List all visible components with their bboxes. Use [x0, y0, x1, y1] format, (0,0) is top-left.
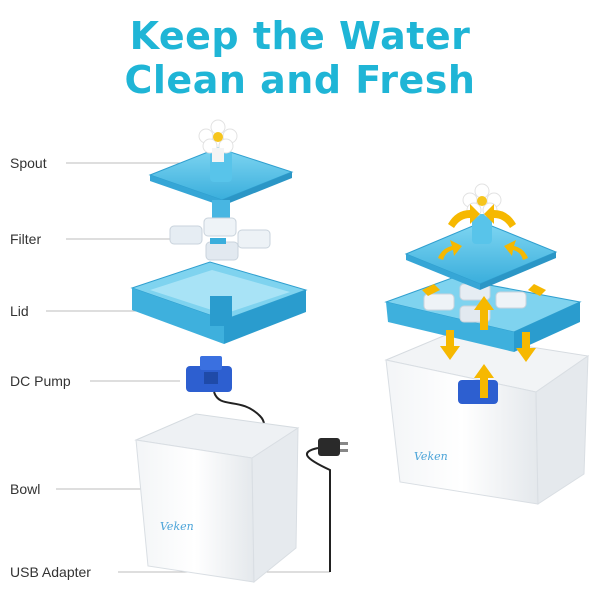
pump-part [186, 356, 265, 437]
arrow-small-right [528, 284, 546, 296]
bowl-part: Veken [134, 413, 300, 584]
arrow-left-top [448, 204, 480, 228]
arrow-down-left [440, 330, 460, 360]
arrow-right-mid [504, 240, 528, 260]
arrow-left-mid [438, 240, 462, 260]
lid-part [130, 261, 308, 344]
flower-cap-icon [198, 119, 238, 162]
water-flow-arrows [422, 204, 546, 398]
headline-line-2: Clean and Fresh [124, 58, 476, 102]
label-lid: Lid [10, 303, 29, 319]
arrow-up-filter [474, 296, 494, 330]
label-adapter: USB Adapter [10, 564, 91, 580]
arrow-up-pump [474, 364, 494, 398]
label-pump: DC Pump [10, 373, 71, 389]
assembled-fountain: Veken [384, 183, 590, 505]
headline: Keep the Water Clean and Fresh [0, 14, 600, 102]
spout-part [148, 119, 294, 228]
arrow-right-top [484, 204, 516, 228]
label-bowl: Bowl [10, 481, 41, 497]
assembled-brand-label: Veken [414, 450, 448, 463]
filter-part [169, 217, 271, 261]
headline-line-1: Keep the Water [129, 14, 471, 58]
bowl-brand-label: Veken [160, 520, 194, 533]
arrow-down-right [516, 332, 536, 362]
label-spout: Spout [10, 155, 47, 171]
arrow-small-left [422, 284, 440, 296]
usb-adapter-part [306, 438, 348, 572]
label-filter: Filter [10, 231, 42, 247]
